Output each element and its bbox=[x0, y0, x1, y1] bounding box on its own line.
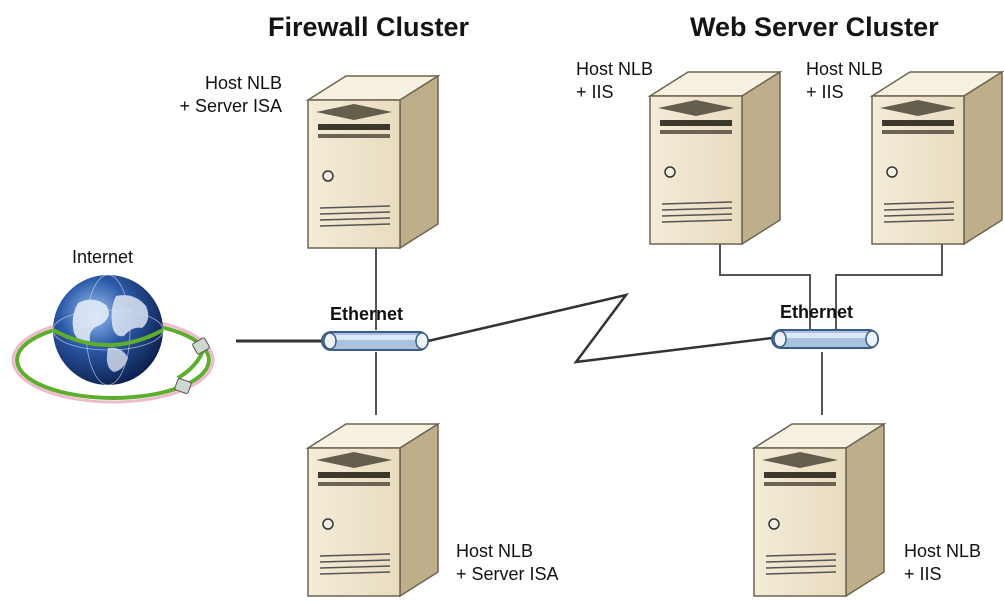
web-bottom-label-line1: Host NLB bbox=[904, 541, 982, 561]
fw-bottom-label: Host NLB + Server ISA bbox=[456, 540, 559, 586]
fw-top-label: Host NLB + Server ISA bbox=[159, 72, 282, 118]
web-right-link bbox=[835, 244, 943, 330]
fw-bottom-label-line1: Host NLB bbox=[456, 541, 534, 561]
web-right-label-line2: + IIS bbox=[806, 82, 844, 102]
server-tower-icon bbox=[305, 74, 441, 250]
web-server-left bbox=[640, 68, 790, 253]
server-tower-icon bbox=[751, 422, 887, 598]
web-left-link bbox=[719, 244, 811, 330]
server-tower-icon bbox=[305, 422, 441, 598]
web-right-label-line1: Host NLB bbox=[806, 59, 884, 79]
web-bottom-label-line2: + IIS bbox=[904, 564, 942, 584]
server-tower-icon bbox=[869, 70, 1004, 246]
web-server-cluster-title: Web Server Cluster bbox=[690, 12, 939, 42]
firewall-server-bottom bbox=[298, 420, 448, 603]
fw-top-label-line1: Host NLB bbox=[205, 73, 283, 93]
wan-link bbox=[427, 293, 773, 364]
web-left-label: Host NLB + IIS bbox=[576, 58, 653, 104]
web-left-label-line2: + IIS bbox=[576, 82, 614, 102]
web-server-right bbox=[862, 68, 1004, 253]
ethernet-label-right: Ethernet bbox=[780, 302, 854, 322]
fw-top-label-line2: + Server ISA bbox=[179, 96, 283, 116]
ethernet-bus-right bbox=[771, 329, 879, 349]
web-bottom-label: Host NLB + IIS bbox=[904, 540, 981, 586]
web-left-label-line1: Host NLB bbox=[576, 59, 654, 79]
ethernet-bus-left bbox=[321, 331, 429, 351]
firewall-cluster-title: Firewall Cluster bbox=[268, 12, 470, 42]
web-server-bottom bbox=[744, 420, 894, 603]
internet-label: Internet bbox=[72, 247, 134, 267]
internet-globe-icon bbox=[11, 274, 215, 404]
server-tower-icon bbox=[647, 70, 783, 246]
ethernet-label-left: Ethernet bbox=[330, 304, 404, 324]
fw-bottom-label-line2: + Server ISA bbox=[456, 564, 559, 584]
web-right-label: Host NLB + IIS bbox=[806, 58, 883, 104]
firewall-server-top bbox=[298, 72, 448, 257]
